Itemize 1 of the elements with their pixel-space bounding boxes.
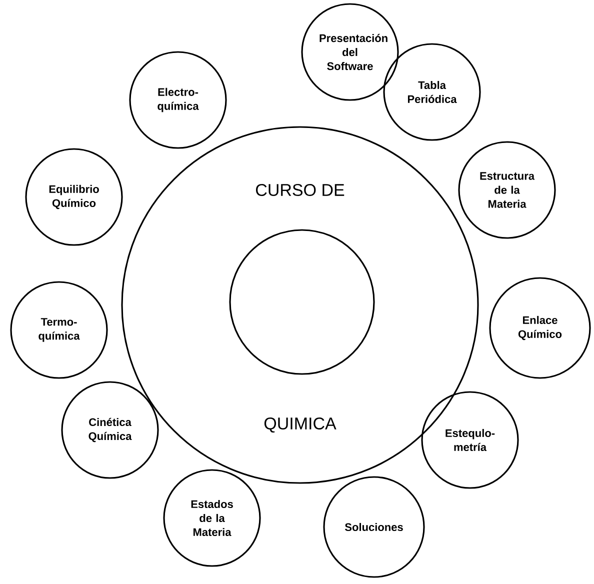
circle (229, 229, 375, 375)
